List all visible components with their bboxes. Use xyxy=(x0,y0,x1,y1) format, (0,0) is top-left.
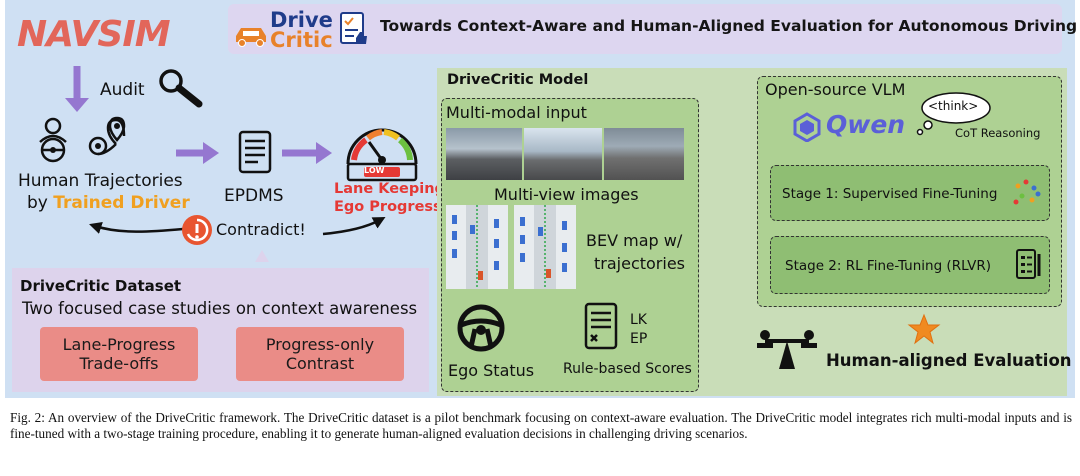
multimodal-input-title: Multi-modal input xyxy=(446,103,587,122)
thought-bubble-icon xyxy=(916,92,991,136)
arrow-contradict-left xyxy=(89,221,184,234)
dataset-title: DriveCritic Dataset xyxy=(20,277,182,295)
balance-scale-icon xyxy=(757,330,817,369)
ego-progress-label: Ego Progress xyxy=(334,199,442,215)
vlm-title: Open-source VLM xyxy=(765,80,906,99)
magnifier-icon xyxy=(159,69,203,108)
case-lane-progress: Lane-Progress Trade-offs xyxy=(40,327,198,381)
logo-word-drive: Drive xyxy=(270,8,333,32)
bev-maps xyxy=(446,205,576,289)
camera-left-image xyxy=(446,128,522,180)
star-icon xyxy=(907,313,941,345)
stage1-box xyxy=(770,165,1050,221)
arrow-epdms-to-gauge xyxy=(282,142,332,164)
dataset-subtitle: Two focused case studies on context awar… xyxy=(22,299,418,318)
human-trajectories-label: Human Trajectories xyxy=(18,171,183,191)
stage2-label: Stage 2: RL Fine-Tuning (RLVR) xyxy=(785,258,991,274)
driver-icon xyxy=(39,117,67,163)
trained-driver-text: Trained Driver xyxy=(53,193,190,213)
contradict-icon xyxy=(182,215,212,245)
navsim-logo: NAVSIM xyxy=(17,14,171,55)
rule-score-icon xyxy=(584,302,618,350)
arrow-navsim-down xyxy=(65,66,89,112)
figure-caption: Fig. 2: An overview of the DriveCritic f… xyxy=(10,410,1072,441)
steering-wheel-icon xyxy=(457,304,505,352)
figure-title: Towards Context-Aware and Human-Aligned … xyxy=(380,17,1078,35)
camera-front-image xyxy=(524,128,602,180)
checklist-pen-icon xyxy=(1016,249,1041,279)
epdms-label: EPDMS xyxy=(224,186,284,206)
bev-label-line1: BEV map w/ xyxy=(586,231,683,250)
ep-label: EP xyxy=(630,331,648,347)
ego-status-label: Ego Status xyxy=(448,361,535,380)
scatter-dots-icon xyxy=(1013,179,1041,205)
case2-line1: Progress-only xyxy=(265,335,375,354)
cot-reasoning-label: CoT Reasoning xyxy=(955,126,1041,140)
connector-dataset xyxy=(255,250,269,262)
scorecard-icon xyxy=(238,130,272,174)
human-aligned-evaluation-label: Human-aligned Evaluation xyxy=(826,351,1072,370)
low-score-gauge-icon xyxy=(346,128,418,182)
qwen-logo-text: Qwen xyxy=(826,110,906,139)
stage2-box xyxy=(770,236,1050,294)
qwen-icon xyxy=(793,112,821,142)
lane-keeping-label: Lane Keeping xyxy=(334,181,445,197)
audit-label: Audit xyxy=(100,80,145,100)
arrow-human-to-epdms xyxy=(176,142,219,164)
by-text: by xyxy=(27,193,54,213)
case2-line2: Contrast xyxy=(285,354,355,373)
route-pin-icon xyxy=(88,116,126,156)
multiview-images xyxy=(446,128,684,180)
model-title: DriveCritic Model xyxy=(447,72,589,88)
checklist-thumb-icon xyxy=(340,12,367,44)
case1-line1: Lane-Progress xyxy=(62,335,176,354)
camera-right-image xyxy=(604,128,684,180)
car-icon xyxy=(236,28,266,47)
human-trajectories-by: by Trained Driver xyxy=(27,193,190,213)
stage1-label: Stage 1: Supervised Fine-Tuning xyxy=(782,186,998,202)
case1-line2: Trade-offs xyxy=(79,354,159,373)
case-progress-only: Progress-only Contrast xyxy=(236,327,404,381)
logo-word-critic: Critic xyxy=(270,28,333,52)
think-tag: <think> xyxy=(928,99,979,113)
title-banner xyxy=(228,4,1062,54)
bev-label-line2: trajectories xyxy=(594,254,686,273)
gauge-low-label: LOW xyxy=(364,166,385,175)
arrow-contradict-right xyxy=(322,217,386,236)
multiview-label: Multi-view images xyxy=(494,185,639,204)
rule-scores-label: Rule-based Scores xyxy=(563,361,692,377)
lk-label: LK xyxy=(630,312,647,328)
contradict-label: Contradict! xyxy=(216,220,306,239)
drivecritic-logo: Drive Critic xyxy=(232,8,372,52)
